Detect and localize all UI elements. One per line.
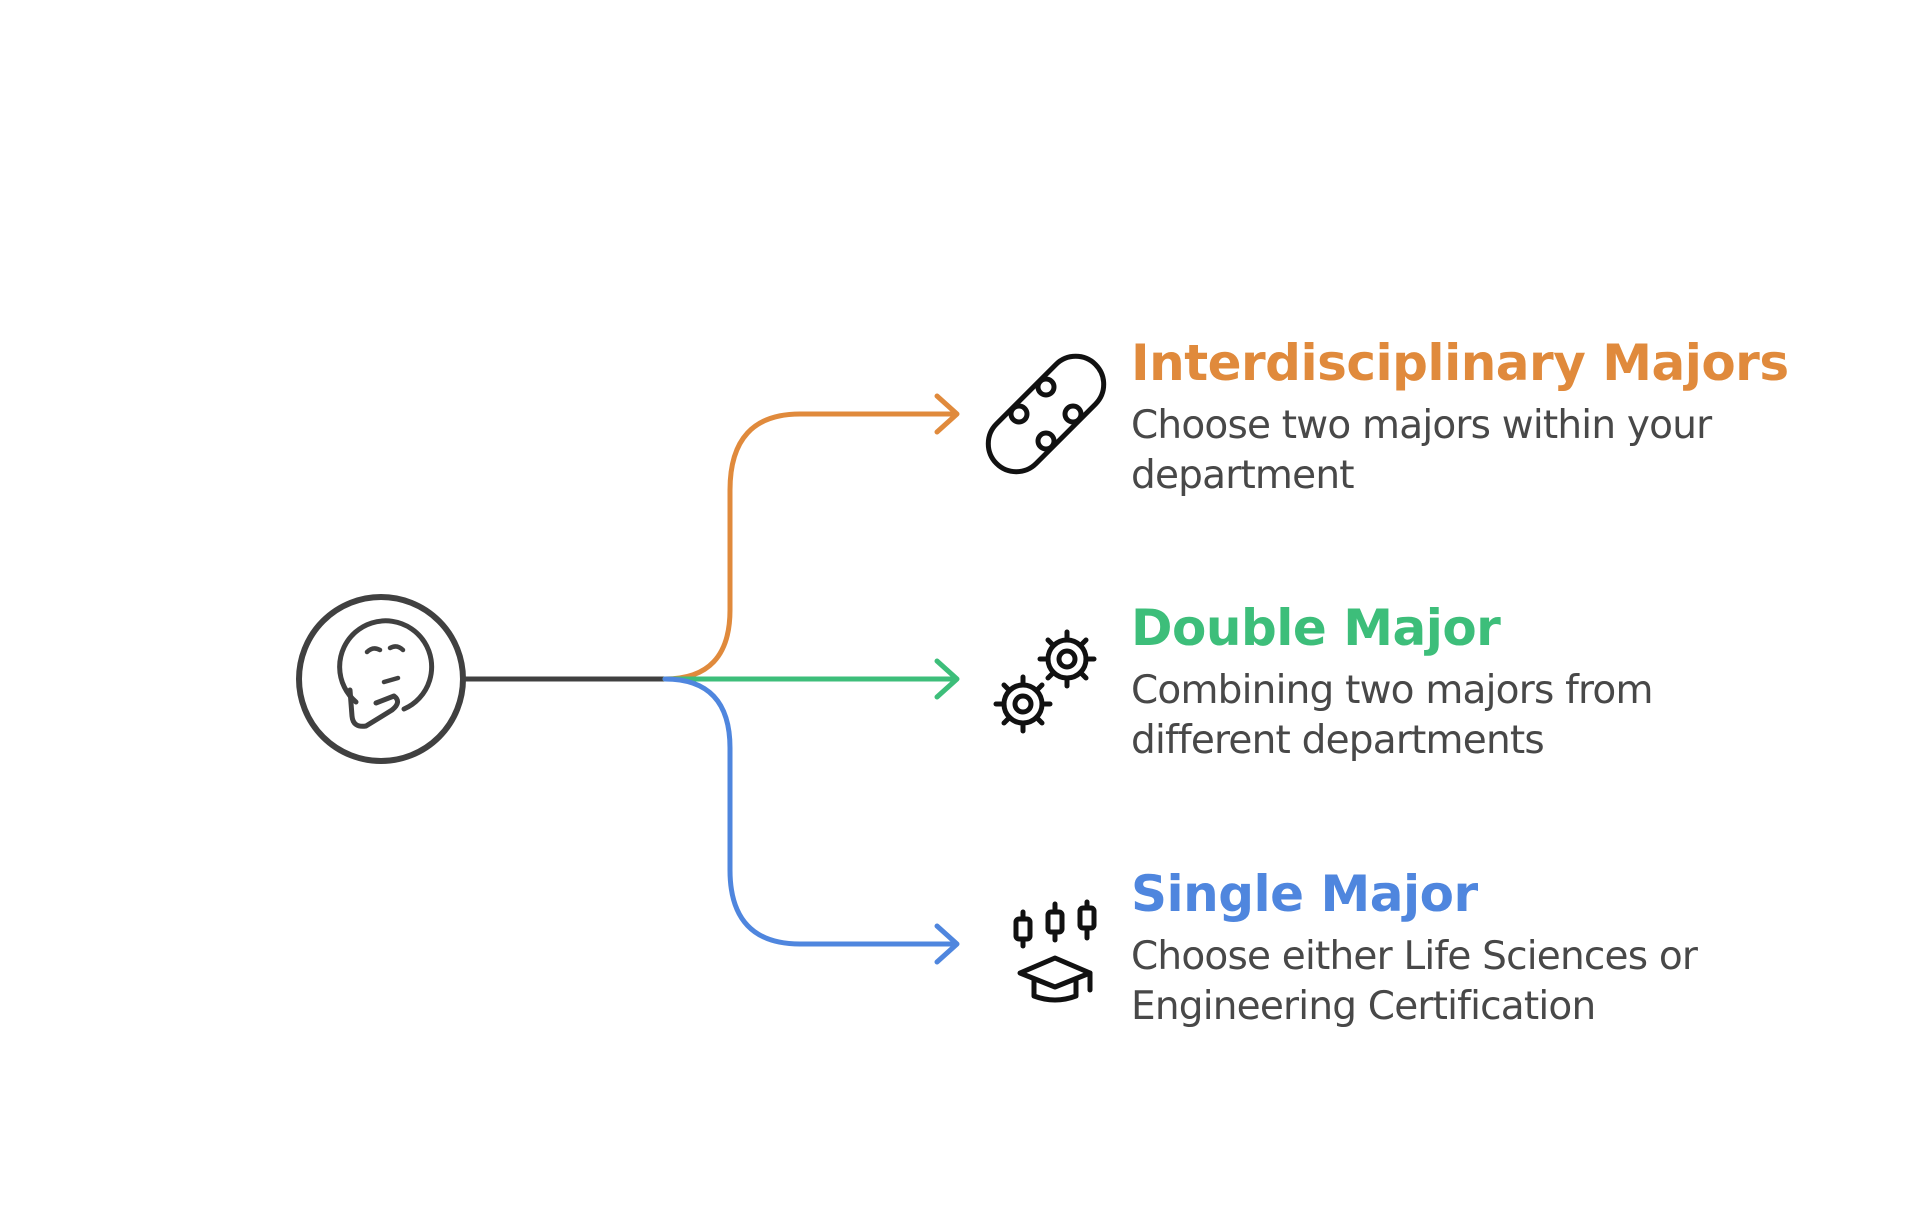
arrowhead-blue-icon xyxy=(934,923,960,965)
option-description: Choose two majors within your department xyxy=(1131,403,1712,498)
branch-orange-connector xyxy=(662,411,958,682)
gears-icon xyxy=(993,629,1097,734)
graduation-cap-chart-icon xyxy=(1013,899,1097,1003)
option-double-major: Double Major Combining two majors from d… xyxy=(1131,598,1831,766)
thinking-face-icon xyxy=(296,594,466,764)
option-description: Combining two majors from different depa… xyxy=(1131,668,1653,763)
arrowhead-green-icon xyxy=(934,658,960,700)
option-description: Choose either Life Sciences or Engineeri… xyxy=(1131,934,1698,1029)
option-title: Double Major xyxy=(1131,599,1501,657)
branch-blue-connector xyxy=(662,676,958,947)
skateboard-icon xyxy=(985,353,1107,475)
arrowhead-orange-icon xyxy=(934,393,960,435)
option-title: Interdisciplinary Majors xyxy=(1131,334,1789,392)
option-title: Single Major xyxy=(1131,865,1478,923)
option-interdisciplinary-majors: Interdisciplinary Majors Choose two majo… xyxy=(1131,333,1831,501)
option-single-major: Single Major Choose either Life Sciences… xyxy=(1131,864,1831,1032)
